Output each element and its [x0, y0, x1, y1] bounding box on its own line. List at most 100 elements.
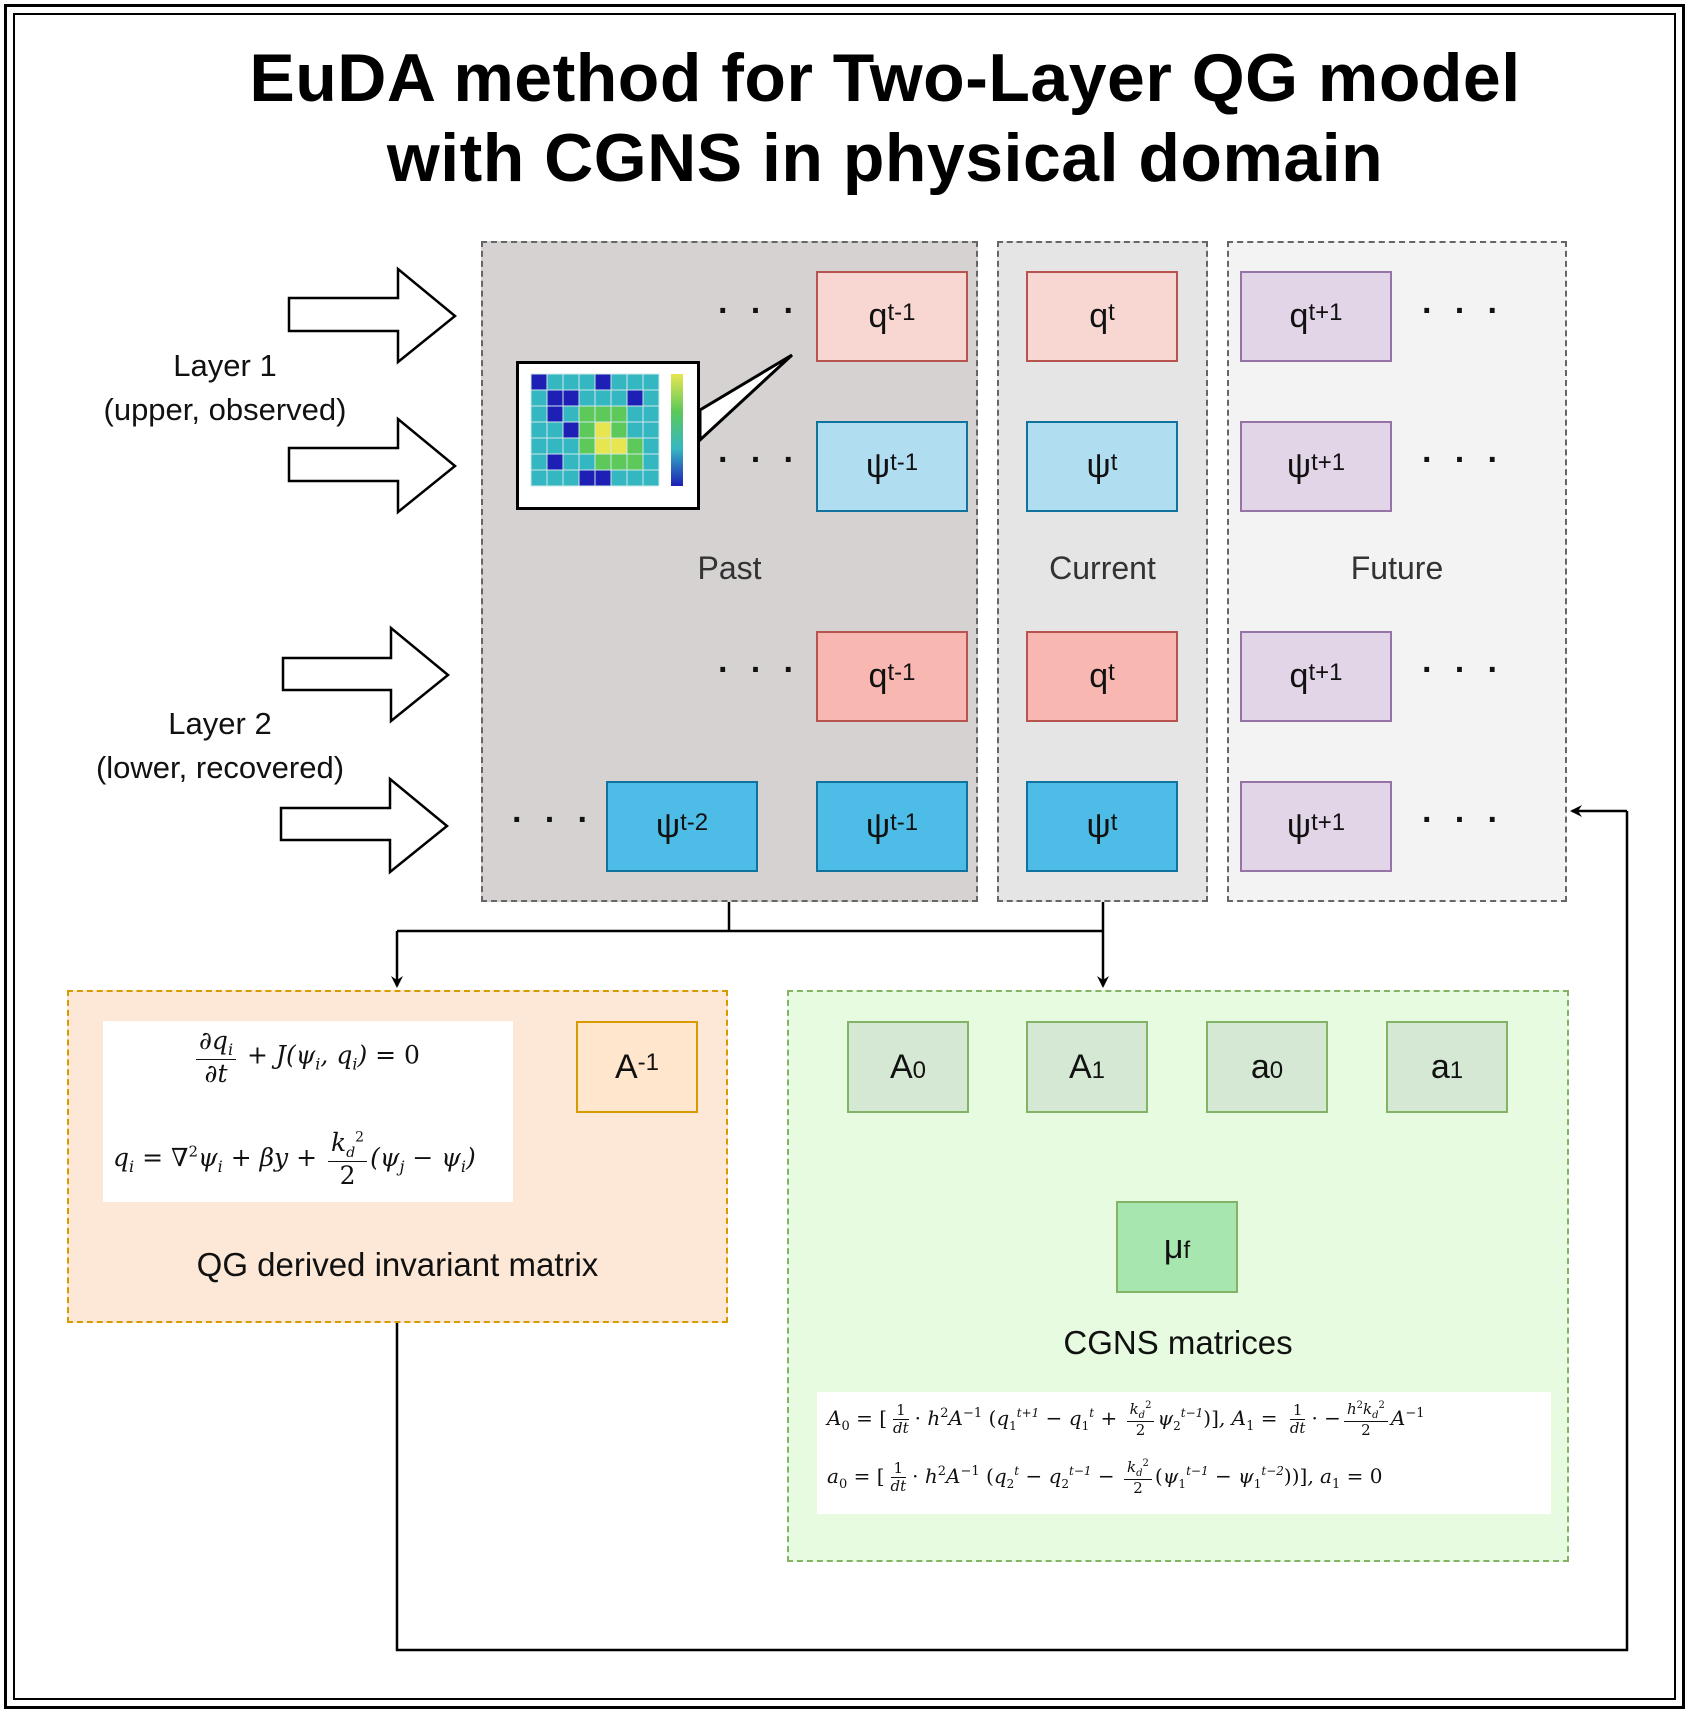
heatmap-cell	[610, 405, 628, 423]
cell-base: a	[1430, 1047, 1450, 1086]
heatmap-cell	[594, 437, 612, 455]
cell-sub: 1	[1091, 1057, 1106, 1084]
outer-frame	[4, 4, 1685, 1709]
layer-arrow	[279, 776, 449, 875]
heatmap-cell	[626, 421, 644, 439]
heatmap-cell	[578, 421, 596, 439]
heatmap-cell	[530, 389, 548, 407]
title-line-1: EuDA method for Two-Layer QG model	[249, 40, 1521, 116]
layer-1-desc: (upper, observed)	[103, 392, 347, 427]
ellipsis: · · ·	[512, 801, 595, 839]
cell-sup: -1	[637, 1049, 660, 1076]
cell-base: A	[1068, 1047, 1092, 1086]
heatmap-cell	[610, 421, 628, 439]
heatmap-cell	[642, 389, 660, 407]
heatmap-cell	[562, 453, 580, 471]
heatmap-cell	[546, 437, 564, 455]
cell-base: ψ	[1286, 807, 1312, 845]
heatmap-cell	[626, 453, 644, 471]
cell-base: q	[868, 297, 888, 335]
heatmap-cell	[530, 437, 548, 455]
heatmap-cell	[626, 373, 644, 391]
heatmap-cell	[626, 437, 644, 455]
heatmap-cell	[610, 437, 628, 455]
current-label: Current	[1049, 550, 1156, 586]
cell-base: ψ	[865, 807, 891, 845]
cell-base: q	[1089, 657, 1109, 695]
heatmap-cell	[626, 389, 644, 407]
ellipsis: · · ·	[1422, 801, 1505, 839]
ellipsis: · · ·	[1422, 651, 1505, 689]
cell-base: ψ	[865, 447, 891, 485]
cell-sup: t-2	[680, 808, 709, 836]
heatmap-cell	[546, 453, 564, 471]
heatmap-cell	[594, 453, 612, 471]
cell-base: q	[868, 657, 888, 695]
heatmap-cell	[610, 469, 628, 487]
heatmap-cell	[530, 373, 548, 391]
heatmap-colorbar	[671, 374, 683, 486]
heatmap-cell	[642, 405, 660, 423]
heatmap-cell	[594, 389, 612, 407]
qg-equations: ∂qi∂t + J(ψi, qi) = 0 qi = ∇2ψi + βy + k…	[103, 1021, 513, 1202]
ellipsis: · · ·	[1422, 292, 1505, 330]
layer-1-name: Layer 1	[173, 348, 277, 383]
feedback-line	[395, 811, 1629, 1652]
future-label: Future	[1350, 550, 1444, 586]
cell-sup: t-1	[890, 808, 919, 836]
a-inverse-cell: A-1	[576, 1021, 698, 1113]
layer-2-name: Layer 2	[168, 706, 272, 741]
cell-sub: 0	[912, 1057, 927, 1084]
diagram-title: EuDA method for Two-Layer QG model with …	[120, 38, 1650, 198]
heatmap-cell	[626, 469, 644, 487]
heatmap-cell	[578, 469, 596, 487]
past-label: Past	[697, 550, 762, 586]
cell-base: a	[1250, 1047, 1270, 1086]
heatmap-cell	[578, 373, 596, 391]
ellipsis: · · ·	[718, 651, 801, 689]
heatmap-cell	[562, 389, 580, 407]
cell-base: ψ	[655, 807, 681, 845]
qg-caption: QG derived invariant matrix	[196, 1246, 599, 1283]
heatmap-cell	[530, 469, 548, 487]
cell-sup: t-1	[890, 448, 919, 476]
cell-sup: t-1	[887, 658, 916, 686]
layer-2-desc: (lower, recovered)	[95, 750, 345, 785]
cell-sup: t+1	[1311, 448, 1346, 476]
heatmap-cell	[642, 469, 660, 487]
heatmap-cell	[562, 469, 580, 487]
cell-sup: t+1	[1311, 808, 1346, 836]
ellipsis: · · ·	[718, 292, 801, 330]
heatmap-cell	[546, 373, 564, 391]
layer-arrow	[287, 266, 457, 365]
heatmap-cell	[562, 405, 580, 423]
cell-base: q	[1089, 297, 1109, 335]
layer-arrow	[287, 416, 457, 515]
cell-sub: 1	[1449, 1057, 1464, 1084]
heatmap-cell	[594, 373, 612, 391]
heatmap-cell	[546, 389, 564, 407]
cell-sup: t	[1110, 448, 1118, 476]
heatmap-cell	[546, 421, 564, 439]
ellipsis: · · ·	[1422, 441, 1505, 479]
heatmap-cell	[578, 405, 596, 423]
heatmap-cell	[530, 453, 548, 471]
heatmap-cell	[530, 405, 548, 423]
